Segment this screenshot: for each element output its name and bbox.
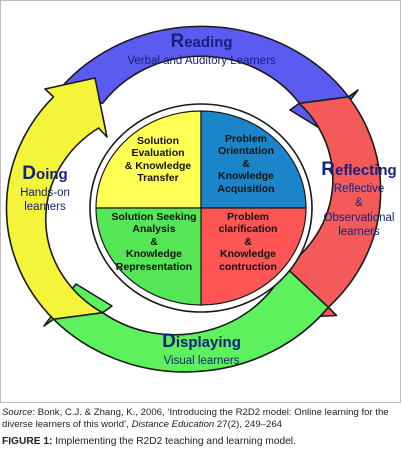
source-journal: Distance Education [131,419,215,431]
r2d2-figure: Reading Verbal and Auditory Learners Ref… [0,0,401,403]
doing-arrow [5,77,108,320]
displaying-label: Displaying Visual learners [110,330,293,368]
quadrant-top-right [200,110,307,209]
doing-title: Doing [22,163,68,184]
reading-label: Reading Verbal and Auditory Learners [100,30,303,68]
quadrant-bottom-right [200,207,307,306]
reflecting-title: Reflecting [321,159,397,180]
caption-label: FIGURE 1: [2,436,53,447]
source-text-b: 27(2), 249–264 [214,419,282,431]
figure-caption: FIGURE 1: Implementing the R2D2 teaching… [2,436,402,447]
figure-frame [0,0,401,403]
reading-title: Reading [170,31,233,52]
displaying-title: Displaying [162,331,241,352]
quadrant-bottom-left [95,207,202,306]
quadrant-bottom-left-text: Solution Seeking Analysis & Knowledge Re… [111,211,197,273]
quadrant-top-left [95,110,202,209]
r2d2-diagram [5,25,382,373]
quadrant-top-left-text: Solution Evaluation & Knowledge Transfer [124,135,192,185]
reflecting-subtitle: Reflective & Observational learners [323,182,395,238]
doing-label: Doing Hands-on learners [10,162,80,215]
doing-subtitle: Hands-on learners [20,186,70,214]
source-note: Source: Bonk, C.J. & Zhang, K., 2006, ‘I… [2,407,402,432]
quadrant-top-right-text: Problem Orientation & Knowledge Acquisit… [217,133,275,195]
reading-subtitle: Verbal and Auditory Learners [127,54,276,67]
quadrant-bottom-right-text: Problem clarification & Knowledge contru… [218,211,278,273]
caption-text: Implementing the R2D2 teaching and learn… [52,436,296,447]
reflecting-label: Reflecting Reflective & Observational le… [318,158,400,239]
source-label: Source [2,407,33,418]
source-text-a: : Bonk, C.J. & Zhang, K., 2006, ‘Introdu… [2,407,389,431]
displaying-subtitle: Visual learners [163,354,240,367]
